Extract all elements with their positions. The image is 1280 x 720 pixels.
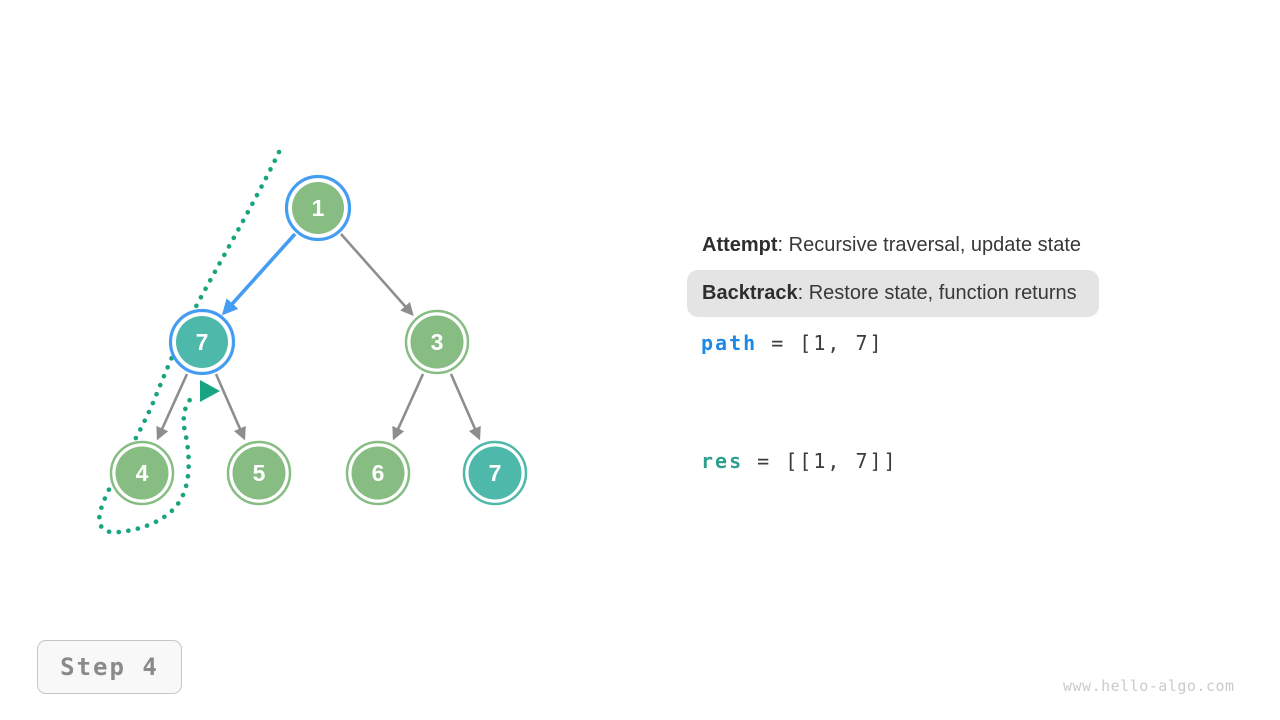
node-value: 1 (312, 195, 325, 221)
attempt-label: Attempt (702, 234, 778, 256)
edge-1-to-3 (340, 233, 414, 316)
backtrack-text: : Restore state, function returns (797, 282, 1077, 304)
edge-7-to-5 (214, 373, 246, 441)
attempt-legend: Attempt: Recursive traversal, update sta… (702, 231, 1081, 259)
edge-1-to-7-attempt (221, 232, 297, 316)
tree-node-1: 1 (284, 174, 352, 242)
edge-7-to-4 (156, 373, 189, 441)
tree-node-6: 6 (345, 440, 411, 506)
backtrack-dotted-path (97, 149, 282, 535)
path-variable-line: path = [1, 7] (701, 331, 884, 355)
path-variable-name: path (701, 331, 758, 355)
attempt-text: : Recursive traversal, update state (777, 234, 1082, 256)
tree-node-7-left: 7 (168, 308, 236, 376)
node-value: 6 (372, 460, 385, 486)
node-value: 5 (253, 460, 266, 486)
tree-edges (156, 232, 481, 441)
backtrack-legend-highlighted: Backtrack: Restore state, function retur… (687, 270, 1099, 317)
tree-node-7-right: 7 (462, 440, 528, 506)
tree-node-5: 5 (226, 440, 292, 506)
tree-node-4: 4 (109, 440, 175, 506)
res-variable-line: res = [[1, 7]] (701, 449, 898, 473)
res-variable-name: res (701, 449, 744, 473)
path-variable-value: = [1, 7] (757, 331, 884, 355)
backtrack-arrowhead-icon (200, 380, 220, 402)
site-watermark: www.hello-algo.com (1063, 677, 1235, 695)
edge-3-to-7 (449, 373, 481, 441)
tree-node-3: 3 (404, 309, 470, 375)
node-value: 7 (489, 460, 502, 486)
node-value: 3 (431, 329, 444, 355)
res-variable-value: = [[1, 7]] (743, 449, 898, 473)
step-badge: Step 4 (37, 640, 182, 694)
backtrack-label: Backtrack (702, 282, 798, 304)
edge-3-to-6 (392, 373, 425, 441)
binary-tree-diagram: 1 7 3 4 5 6 7 (97, 149, 528, 535)
node-value: 7 (196, 329, 209, 355)
step-label: Step 4 (60, 653, 159, 681)
node-value: 4 (136, 460, 149, 486)
